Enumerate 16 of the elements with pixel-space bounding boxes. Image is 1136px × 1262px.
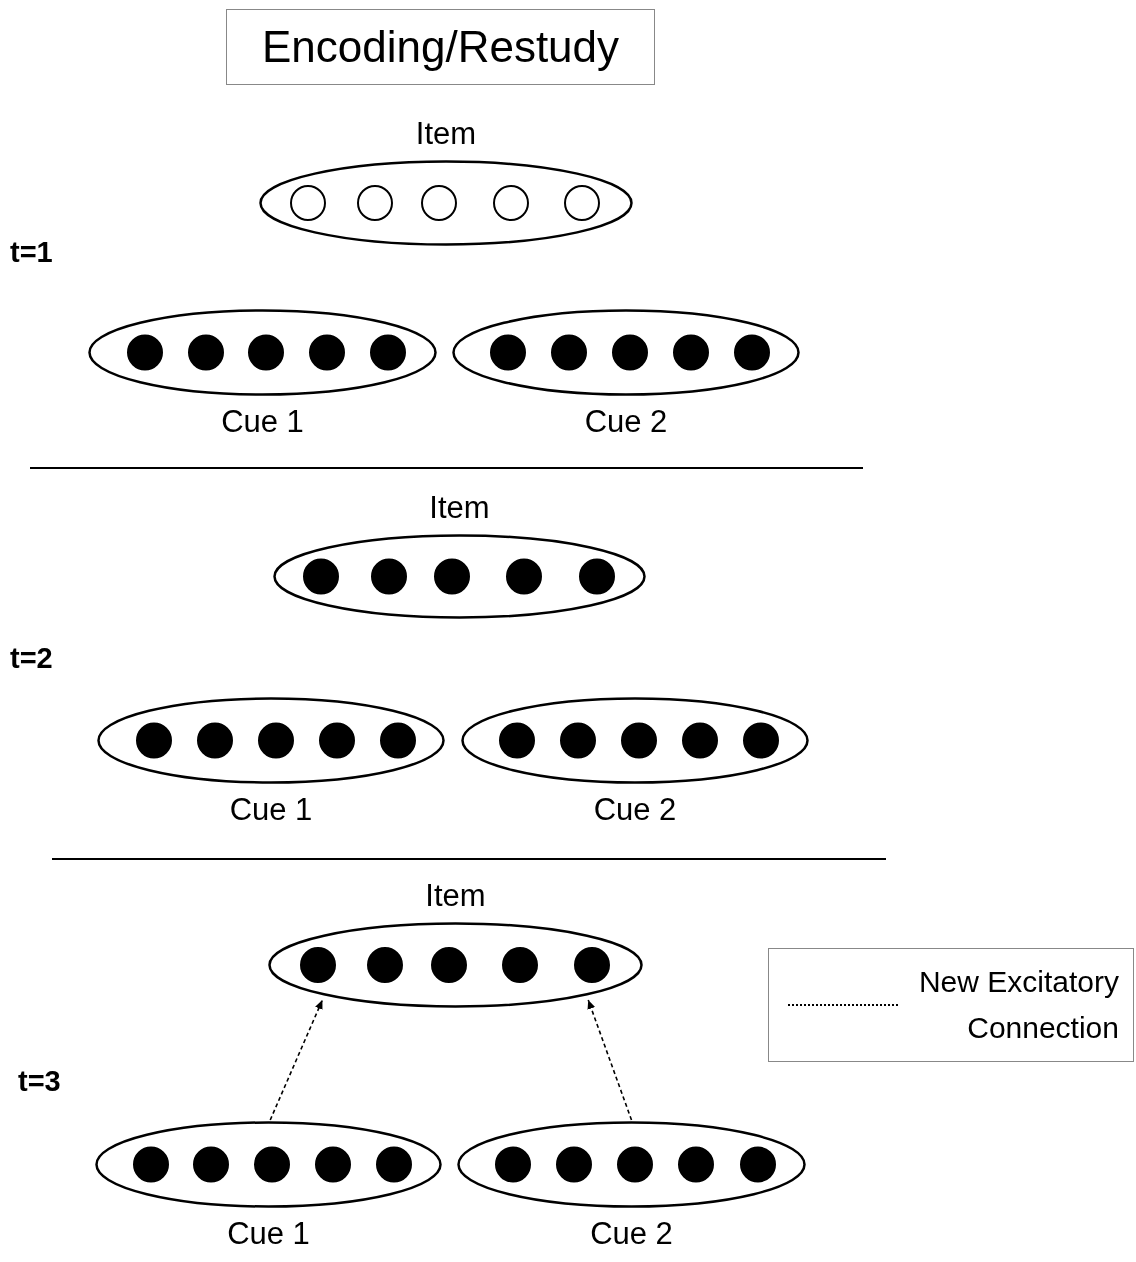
time-step-label: t=3 [18,1064,61,1099]
time-step-label: t=2 [10,641,53,676]
layer-label: Cue 1 [221,404,304,440]
dashed-arrow [587,999,633,1121]
layer-label: Cue 1 [227,1216,310,1252]
title-box: Encoding/Restudy [226,9,655,85]
dashed-arrow [269,999,324,1121]
layer-label: Cue 1 [229,792,313,828]
time-step-label: t=1 [10,235,53,270]
layer-label: Cue 2 [590,1216,673,1252]
layer-label: Item [415,116,477,152]
layer-label: Item [429,490,490,526]
layer-label: Cue 2 [593,792,677,828]
layer-label: Cue 2 [584,404,668,440]
legend-text: New Excitatory Connection [917,964,1119,1046]
layer-label: Item [425,878,486,914]
